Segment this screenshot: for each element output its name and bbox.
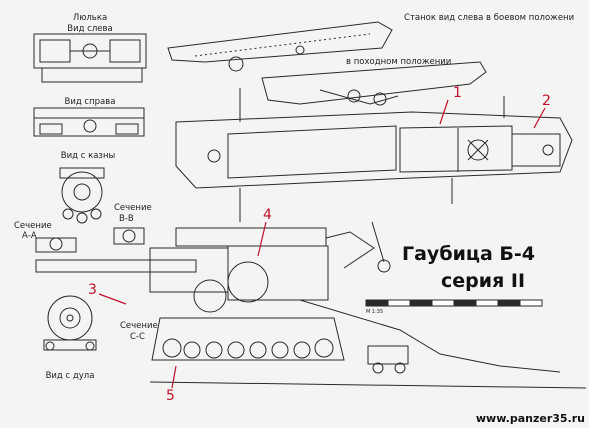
- muzzle-view-label: Вид с дула: [45, 371, 95, 381]
- scale-label: М 1:35: [366, 309, 384, 315]
- cradle-left-view: [33, 33, 147, 83]
- breech-view-label: Вид с казны: [60, 151, 116, 161]
- section-bb-code: В-В: [119, 214, 134, 224]
- travel-position-label: в походном положении: [346, 57, 452, 67]
- section-bb-label: Сечение: [114, 203, 152, 213]
- callout-1: 1: [453, 85, 462, 101]
- callout-2: 2: [542, 93, 551, 109]
- section-aa-label: Сечение: [14, 221, 52, 231]
- callout-4: 4: [263, 207, 272, 223]
- muzzle-view: [43, 295, 97, 351]
- callout-leaders: [98, 99, 546, 389]
- carriage-combat-label: Станок вид слева в боевом положени: [404, 13, 575, 23]
- cradle-label: Люлька: [72, 13, 108, 23]
- callout-3: 3: [88, 282, 97, 298]
- watermark: www.panzer35.ru: [475, 412, 585, 425]
- howitzer-side-view: [35, 221, 587, 389]
- section-cc-code: С-С: [130, 332, 145, 342]
- callout-5: 5: [166, 388, 175, 404]
- cradle-right-view: [33, 107, 145, 137]
- carriage-travel-profile: [261, 61, 487, 106]
- section-aa: [35, 237, 77, 253]
- left-view-label: Вид слева: [67, 24, 113, 34]
- drawing-subtitle: серия II: [441, 270, 526, 292]
- section-aa-code: А-А: [22, 231, 37, 241]
- right-view-label: Вид справа: [64, 97, 116, 107]
- carriage-top-view: [175, 88, 573, 222]
- scale-bar: [365, 299, 543, 307]
- breech-view: [59, 167, 105, 224]
- section-bb: [113, 227, 145, 245]
- drawing-title: Гаубица Б-4: [402, 243, 535, 265]
- carriage-combat-profile: [167, 21, 393, 72]
- section-cc-label: Сечение: [120, 321, 158, 331]
